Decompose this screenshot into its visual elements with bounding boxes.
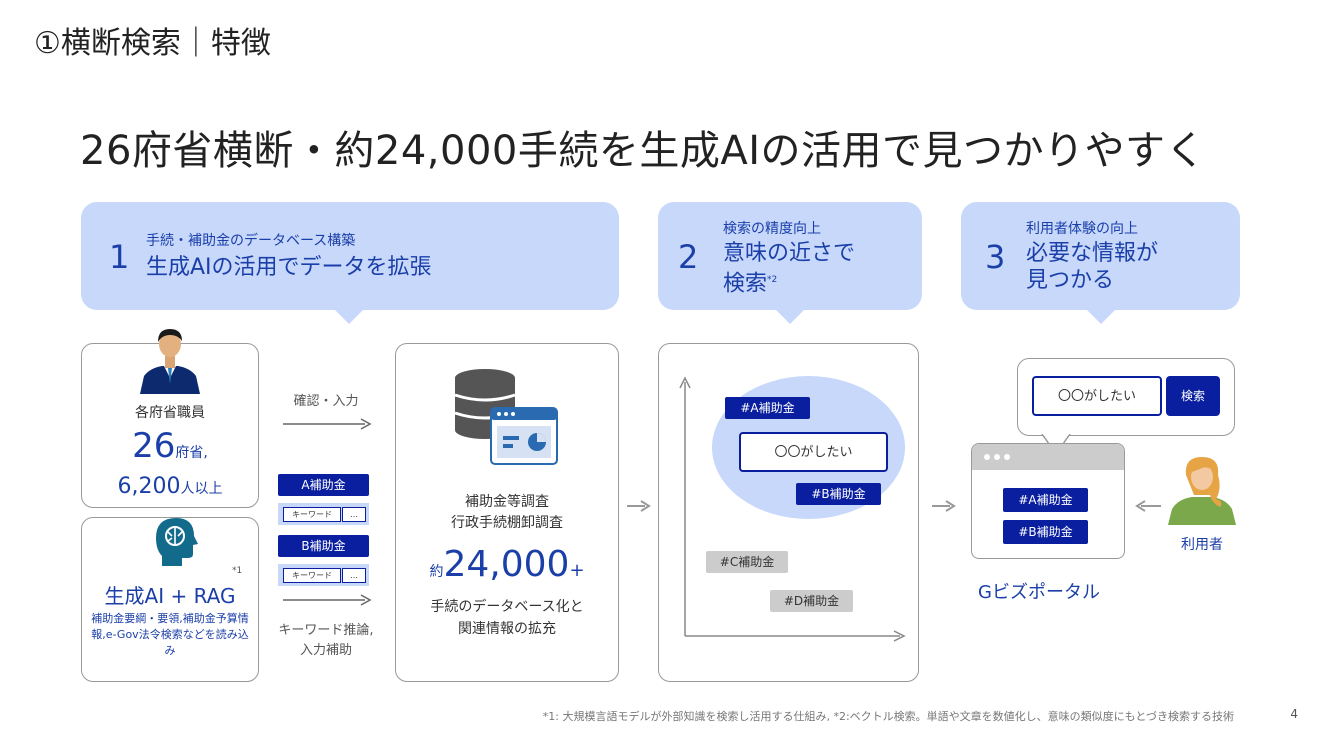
bubble-2-number: 2 xyxy=(678,238,699,276)
database-line1: 補助金等調査 xyxy=(465,494,549,510)
bubble-3-number: 3 xyxy=(985,238,1006,276)
portal-result-a[interactable]: #A補助金 xyxy=(1003,488,1088,512)
database-icon xyxy=(454,369,558,465)
browser-titlebar xyxy=(972,444,1124,470)
bubble-3-title-line2: 見つかる xyxy=(1026,268,1115,293)
bubble-1-title: 生成AIの活用でデータを拡張 xyxy=(146,255,432,280)
vector-axes xyxy=(679,376,906,642)
browser-dot-1 xyxy=(984,454,990,460)
staff-ministries: 26府省, xyxy=(132,426,208,466)
bubble-2-title-line1: 意味の近さで xyxy=(723,241,856,266)
bubble-3-title-line1: 必要な情報が xyxy=(1026,241,1159,266)
bubble-3-subtitle: 利用者体験の向上 xyxy=(1026,221,1138,237)
browser-dot-2 xyxy=(994,454,1000,460)
bubble-2-subtitle: 検索の精度向上 xyxy=(723,221,821,237)
user-label: 利用者 xyxy=(1181,537,1223,553)
database-desc1: 手続のデータベース化と xyxy=(430,599,584,615)
keyword-label-line1: キーワード推論, xyxy=(278,623,374,638)
database-desc2: 関連情報の拡充 xyxy=(458,621,556,637)
chip-b-subsidy: B補助金 xyxy=(278,535,369,557)
staff-count: 6,200人以上 xyxy=(117,474,223,499)
bubble-1-number: 1 xyxy=(109,238,130,276)
staff-label: 各府省職員 xyxy=(135,405,205,421)
bubble-2: 2 検索の精度向上 意味の近さで 検索*2 xyxy=(658,202,922,324)
keyword-row-b: キーワード … xyxy=(278,564,369,586)
user-person-icon xyxy=(1168,457,1236,525)
keyword-box-a: キーワード xyxy=(283,507,341,522)
database-line2: 行政手続棚卸調査 xyxy=(451,515,563,531)
ai-footnote-mark: *1 xyxy=(232,566,243,576)
keyword-row-a: キーワード … xyxy=(278,503,369,525)
semantic-chip-c: #C補助金 xyxy=(706,551,788,573)
bubble-1-subtitle: 手続・補助金のデータベース構築 xyxy=(146,233,356,249)
portal-result-b[interactable]: #B補助金 xyxy=(1003,520,1088,544)
bubble-3: 3 利用者体験の向上 必要な情報が 見つかる xyxy=(961,202,1240,324)
confirm-input-label: 確認・入力 xyxy=(293,394,359,409)
portal-name: Gビズポータル xyxy=(978,582,1100,603)
keyword-arrow xyxy=(283,594,372,606)
headline: 26府省横断・約24,000手続を生成AIの活用で見つかりやすく xyxy=(80,128,1207,174)
ai-brain-head-icon xyxy=(156,518,198,566)
flow-arrow-2 xyxy=(932,500,956,512)
keyword-more-a: … xyxy=(342,507,366,522)
footnote: *1: 大規模言語モデルが外部知識を検索し活用する仕組み, *2:ベクトル検索。… xyxy=(542,710,1234,723)
keyword-label-line2: 入力補助 xyxy=(299,643,352,658)
keyword-more-b: … xyxy=(342,568,366,583)
chip-a-subsidy: A補助金 xyxy=(278,474,369,496)
bubble-2-title-line2: 検索*2 xyxy=(723,271,778,297)
semantic-chip-b: #B補助金 xyxy=(796,483,881,505)
semantic-query-box: 〇〇がしたい xyxy=(739,432,888,472)
ai-description: 補助金要綱・要領,補助金予算情報,e-Gov法令検索などを読み込み xyxy=(91,612,249,657)
confirm-arrow xyxy=(283,418,372,430)
page-number: 4 xyxy=(1290,707,1298,721)
staff-person-icon xyxy=(140,329,200,394)
slide-title: ①横断検索｜特徴 xyxy=(34,26,271,61)
database-count: 約24,000+ xyxy=(429,544,585,585)
flow-arrow-1 xyxy=(627,500,651,512)
browser-dot-3 xyxy=(1004,454,1010,460)
semantic-chip-a: #A補助金 xyxy=(725,397,810,419)
semantic-chip-d: #D補助金 xyxy=(770,590,853,612)
portal-search-button[interactable]: 検索 xyxy=(1166,376,1220,416)
user-arrow xyxy=(1135,500,1161,512)
portal-search-input[interactable]: 〇〇がしたい xyxy=(1032,376,1162,416)
ai-title: 生成AI + RAG xyxy=(104,584,236,608)
keyword-box-b: キーワード xyxy=(283,568,341,583)
bubble-1: 1 手続・補助金のデータベース構築 生成AIの活用でデータを拡張 xyxy=(81,202,619,324)
